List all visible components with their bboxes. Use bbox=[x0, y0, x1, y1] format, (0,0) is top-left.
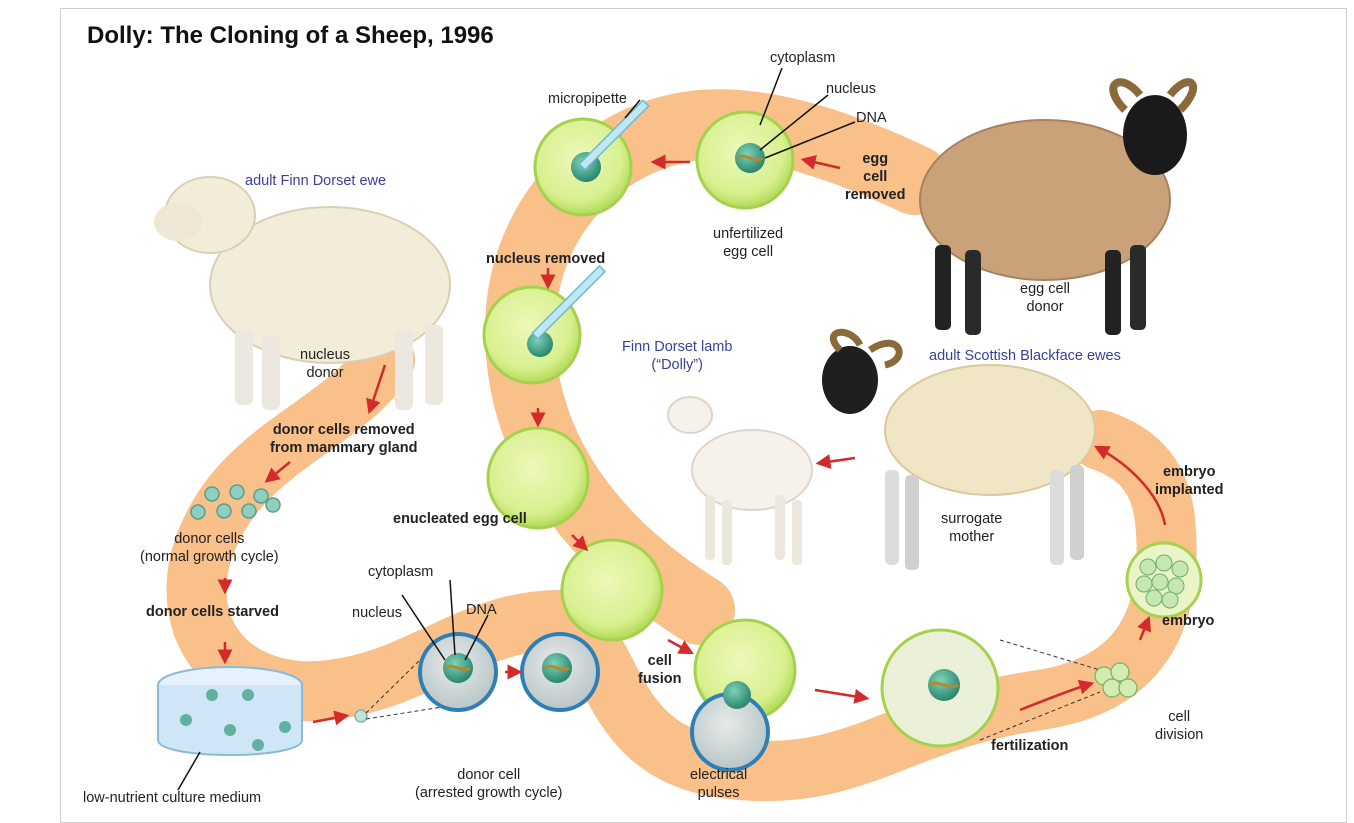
label-dna-egg: DNA bbox=[856, 109, 887, 127]
label-nucleus-removed: nucleus removed bbox=[486, 250, 605, 268]
label-dna-donor-cell: DNA bbox=[466, 601, 497, 619]
label-cytoplasm-egg: cytoplasm bbox=[770, 49, 835, 67]
label-donor-cell-arrested: donor cell (arrested growth cycle) bbox=[415, 766, 562, 802]
label-cell-division: cell division bbox=[1155, 708, 1203, 744]
label-unfertilized-egg-cell: unfertilized egg cell bbox=[713, 225, 783, 261]
label-electrical-pulses: electrical pulses bbox=[690, 766, 747, 802]
dolly-lamb-illustration bbox=[668, 397, 812, 565]
label-donor-cells-removed: donor cells removed from mammary gland bbox=[270, 421, 417, 457]
label-cell-fusion: cell fusion bbox=[638, 652, 682, 688]
label-adult-scottish-blackface-ewes: adult Scottish Blackface ewes bbox=[929, 347, 1121, 365]
label-enucleated-egg-cell: enucleated egg cell bbox=[393, 510, 527, 528]
unfertilized-egg-cell bbox=[697, 112, 793, 208]
label-egg-cell-removed: egg cell removed bbox=[845, 150, 905, 204]
label-finn-dorset-lamb: Finn Dorset lamb (“Dolly”) bbox=[622, 338, 732, 374]
label-surrogate-mother: surrogate mother bbox=[941, 510, 1002, 546]
label-micropipette: micropipette bbox=[548, 90, 627, 108]
single-donor-cell bbox=[355, 710, 367, 722]
egg-cell-before-fusion bbox=[562, 540, 662, 640]
label-adult-finn-dorset-ewe: adult Finn Dorset ewe bbox=[245, 172, 386, 190]
label-embryo: embryo bbox=[1162, 612, 1214, 630]
arrested-donor-cell bbox=[420, 634, 496, 710]
embryo-illustration bbox=[1127, 543, 1201, 617]
arrested-donor-cell-copy bbox=[522, 634, 598, 710]
fertilized-egg-cell bbox=[882, 630, 998, 746]
label-fertilization: fertilization bbox=[991, 737, 1068, 755]
label-cytoplasm-donor: cytoplasm bbox=[368, 563, 433, 581]
label-culture-medium: low-nutrient culture medium bbox=[83, 789, 261, 807]
label-embryo-implanted: embryo implanted bbox=[1155, 463, 1223, 499]
label-egg-cell-donor: egg cell donor bbox=[1020, 280, 1070, 316]
label-nucleus-donor: nucleus donor bbox=[300, 346, 350, 382]
label-nucleus-donor-cell: nucleus bbox=[352, 604, 402, 622]
label-nucleus-egg: nucleus bbox=[826, 80, 876, 98]
label-donor-cells: donor cells (normal growth cycle) bbox=[140, 530, 279, 566]
egg-cell-with-micropipette bbox=[535, 100, 649, 215]
petri-dish bbox=[158, 667, 302, 755]
label-donor-cells-starved: donor cells starved bbox=[146, 603, 279, 621]
